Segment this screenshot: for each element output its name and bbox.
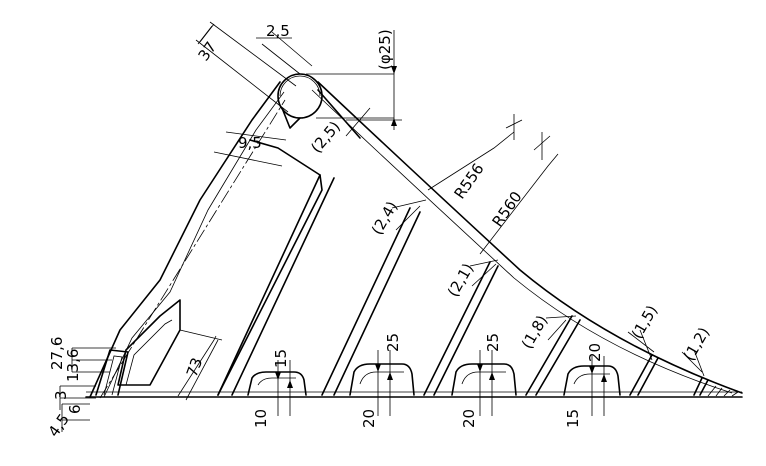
- dim-13-6: 13,6: [64, 349, 82, 382]
- dim-6: 6: [66, 404, 84, 414]
- dim-rib2-height: 25: [384, 333, 402, 352]
- dim-9-5: 9,5: [238, 134, 262, 152]
- dim-2-1: (2,1): [444, 260, 477, 300]
- dimension-lines: [59, 21, 705, 432]
- dim-27-6: 27,6: [48, 337, 66, 370]
- dim-rib4-height: 20: [586, 343, 604, 362]
- dim-1-2: (1,2): [680, 324, 713, 364]
- dim-r560: R560: [489, 188, 526, 230]
- dim-r556: R556: [451, 160, 488, 202]
- dim-rib2-base: 20: [360, 409, 378, 428]
- dim-2-5-top: 2,5: [266, 22, 290, 40]
- feet: [247, 363, 621, 396]
- dim-rib4-base: 15: [564, 409, 582, 428]
- part-outline: [85, 73, 743, 399]
- ribs: [217, 174, 739, 397]
- dim-1-5: (1,5): [628, 302, 661, 342]
- arrowheads: [275, 66, 607, 388]
- dim-2-4: (2,4): [368, 198, 401, 238]
- dim-2-5-paren: (2,5): [307, 118, 344, 157]
- dim-rib1-height: 15: [272, 349, 290, 368]
- dim-phi25: (φ25): [376, 29, 394, 70]
- dim-rib3-height: 25: [484, 333, 502, 352]
- dimension-labels: 37 2,5 (φ25) 9,5 (2,5) R556 R560 (2,4) (…: [45, 22, 714, 440]
- dim-73: 73: [183, 355, 206, 379]
- dim-rib3-base: 20: [460, 409, 478, 428]
- dim-rib1-base: 10: [252, 409, 270, 428]
- dim-3: 3: [52, 390, 70, 400]
